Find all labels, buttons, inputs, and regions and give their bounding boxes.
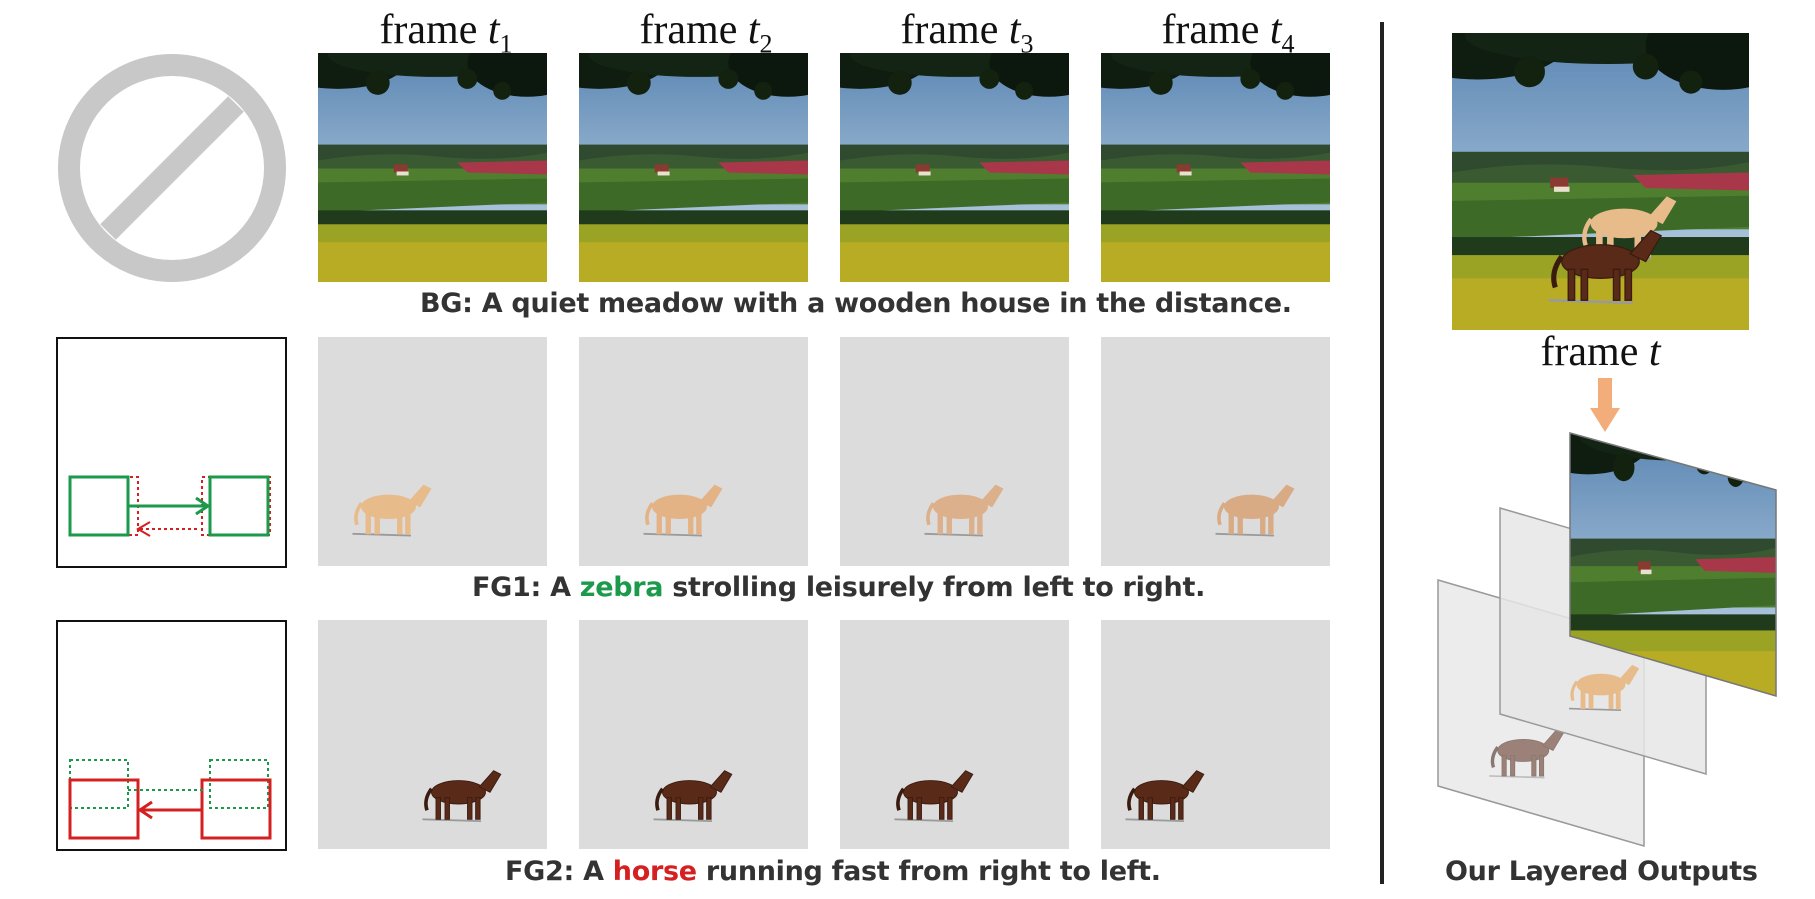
down-arrow-icon — [1590, 378, 1620, 432]
fg2-frame-4 — [1101, 620, 1330, 849]
layered-outputs-stack — [1437, 432, 1777, 847]
composite-frame-label: frame t — [1540, 329, 1661, 375]
fg2-frame-2 — [579, 620, 808, 849]
fg1-frame-4 — [1101, 337, 1330, 566]
header-frame-t1: frame t1 — [379, 7, 513, 59]
fg1-frame-2 — [579, 337, 808, 566]
bg-frame-3 — [840, 53, 1069, 282]
horse-highlight: horse — [612, 856, 697, 887]
bg-caption: BG: A quiet meadow with a wooden house i… — [420, 288, 1292, 319]
zebra-trajectory-box — [56, 337, 287, 568]
no-motion-icon — [58, 54, 286, 282]
fg2-caption: FG2: A horse running fast from right to … — [505, 856, 1161, 887]
composite-frame — [1452, 33, 1749, 330]
fg1-frame-1 — [318, 337, 547, 566]
fg2-frame-3 — [840, 620, 1069, 849]
zebra-highlight: zebra — [579, 572, 664, 603]
horse-trajectory-box — [56, 620, 287, 851]
fg1-frame-3 — [840, 337, 1069, 566]
header-frame-t3: frame t3 — [900, 7, 1034, 59]
horse-trajectory-diagram — [68, 759, 272, 840]
zebra-trajectory-diagram — [68, 475, 271, 537]
bg-frame-1 — [318, 53, 547, 282]
section-divider — [1380, 22, 1384, 884]
fg1-caption: FG1: A zebra strolling leisurely from le… — [472, 572, 1206, 603]
header-frame-t4: frame t4 — [1161, 7, 1295, 59]
bg-frame-4 — [1101, 53, 1330, 282]
header-frame-t2: frame t2 — [639, 7, 773, 59]
bg-frame-2 — [579, 53, 808, 282]
outputs-caption: Our Layered Outputs — [1445, 856, 1758, 887]
fg2-frame-1 — [318, 620, 547, 849]
